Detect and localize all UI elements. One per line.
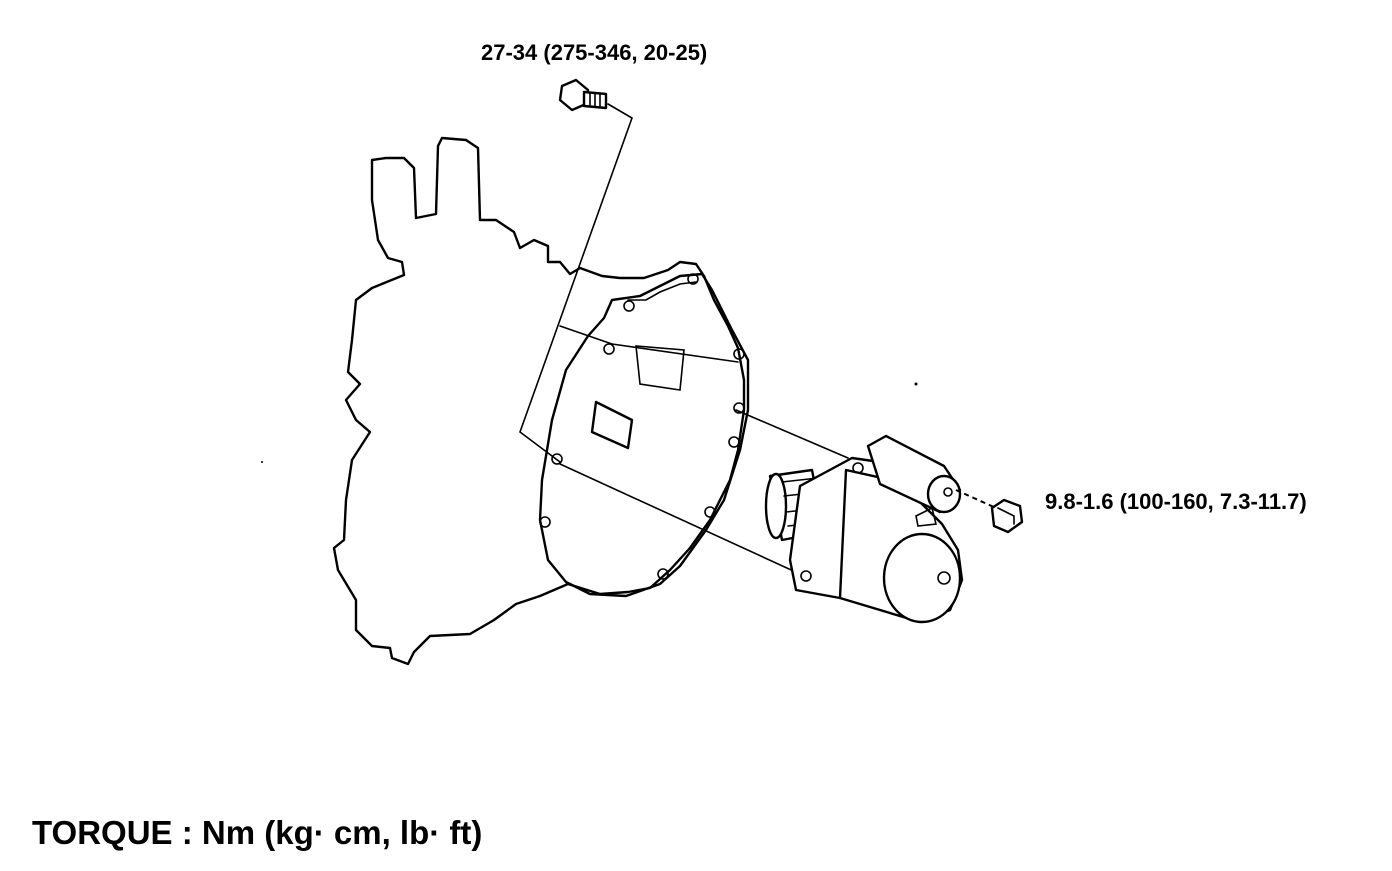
bolt-torque-callout: 27-34 (275-346, 20-25) <box>481 40 708 65</box>
nut-torque-callout: 9.8-1.6 (100-160, 7.3-11.7) <box>1045 489 1307 514</box>
flange-bolt-holes <box>539 273 745 580</box>
terminal-nut <box>990 498 1024 534</box>
bell-housing-flange <box>538 272 750 598</box>
mounting-bolt <box>558 78 608 112</box>
transaxle-case-outline <box>332 136 746 666</box>
starter-motor <box>764 434 964 624</box>
nut-leader-line <box>955 489 997 509</box>
alignment-line-upper <box>735 409 849 459</box>
bolt-leader-line <box>519 103 633 463</box>
housing-opening <box>590 400 634 450</box>
alignment-line-lower <box>559 463 801 575</box>
torque-units-note: TORQUE : Nm (kg· cm, lb· ft) <box>32 814 483 851</box>
